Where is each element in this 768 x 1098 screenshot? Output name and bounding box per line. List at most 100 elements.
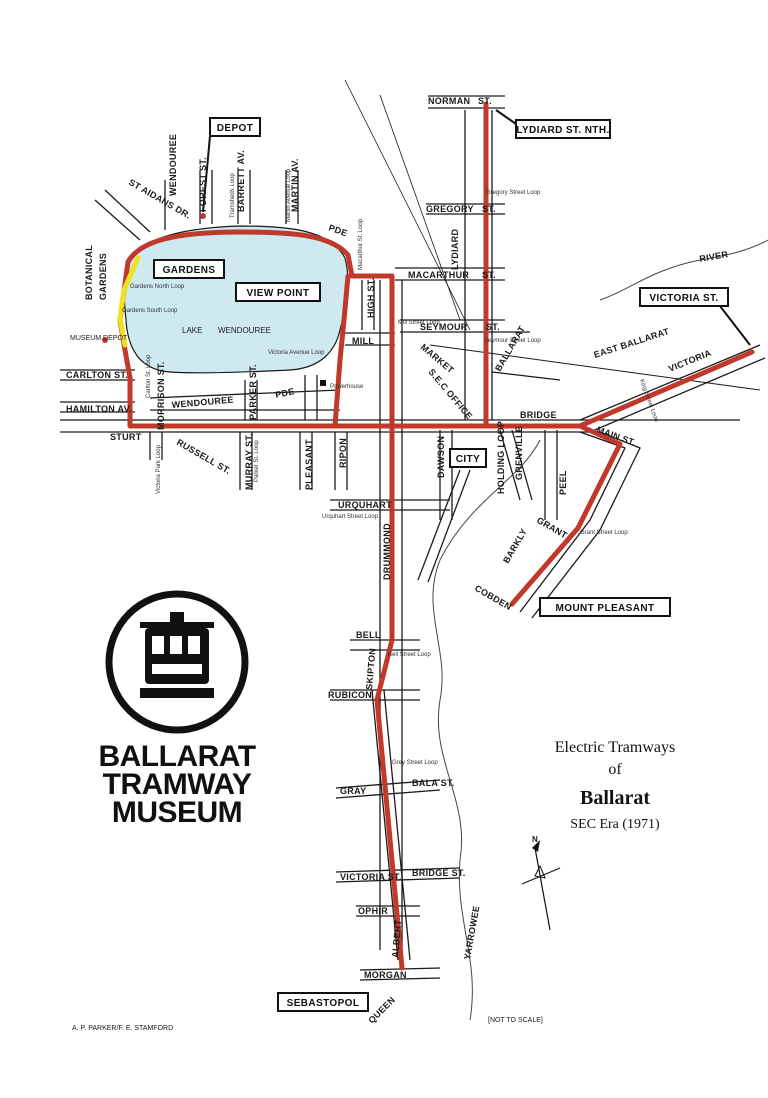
- label-skipton: SKIPTON: [364, 648, 378, 691]
- loop-carlton: Carlton St. Loop: [146, 354, 152, 398]
- label-grenville: GRENVILLE: [514, 426, 524, 480]
- label-lydiard: LYDIARD: [450, 229, 460, 270]
- label-macarthur: MACARTHUR: [408, 270, 469, 280]
- museum-line-2: TRAMWAY: [103, 768, 252, 801]
- label-sec-office: S.E.C OFFICE: [426, 367, 474, 421]
- label-pde-north: PDE: [327, 222, 349, 238]
- label-grant: GRANT: [535, 515, 569, 541]
- north-arrow-icon: N: [521, 835, 561, 931]
- label-st-1: ST.: [478, 96, 492, 106]
- loop-gardens-north: Gardens North Loop: [130, 284, 185, 290]
- credit-text: A. P. PARKER/F. E. STAMFORD: [72, 1025, 173, 1032]
- label-pde-south: PDE: [274, 386, 295, 400]
- label-murray: MURRAY ST.: [244, 433, 254, 490]
- lake-label-1: LAKE: [182, 326, 202, 335]
- scale-note: [NOT TO SCALE]: [488, 1017, 543, 1024]
- label-rubicon: RUBICON: [328, 690, 372, 700]
- loop-gregory: Gregory Street Loop: [486, 190, 541, 196]
- label-st-2: ST.: [482, 204, 496, 214]
- loop-tramsheds: Tramsheds Loop: [230, 173, 236, 218]
- lake-label-2: WENDOUREE: [218, 326, 271, 335]
- label-river: RIVER: [699, 249, 729, 264]
- label-sturt: STURT: [110, 432, 142, 442]
- label-victoria-st-south: VICTORIA ST.: [340, 872, 402, 882]
- dest-depot: DEPOT: [217, 123, 253, 134]
- title-line-1: Electric Tramways: [555, 739, 675, 756]
- label-bridge-st-south: BRIDGE ST.: [412, 868, 466, 878]
- label-museum-depot: MUSEUM DEPOT: [70, 335, 128, 342]
- loop-powerhouse: Powerhouse: [330, 384, 364, 390]
- label-bala: BALA ST.: [412, 778, 455, 788]
- loop-victoria-avenue: Victoria Avenue Loop: [268, 350, 325, 356]
- museum-depot-marker: [102, 337, 108, 343]
- label-barrett: BARRETT AV.: [236, 150, 246, 212]
- label-wendouree-north: WENDOUREE: [168, 134, 178, 196]
- label-queen: QUEEN: [366, 995, 397, 1026]
- label-parker: PARKER ST.: [248, 364, 258, 420]
- north-label: N: [532, 835, 538, 844]
- route-gardens: [117, 229, 395, 429]
- label-russell: RUSSELL ST.: [175, 437, 233, 476]
- route-mount-pleasant: [509, 423, 623, 607]
- label-morrison: MORRISON ST.: [156, 361, 166, 430]
- label-high: HIGH ST.: [366, 278, 376, 318]
- label-yarrowee: YARROWEE: [462, 905, 481, 960]
- loop-macarthur: Macarthur St. Loop: [358, 218, 364, 270]
- label-ophir: OPHIR: [358, 906, 388, 916]
- label-mill: MILL: [352, 336, 374, 346]
- label-carlton: CARLTON ST.: [66, 370, 128, 380]
- label-bridge: BRIDGE: [520, 410, 557, 420]
- dest-victoria-st: VICTORIA ST.: [649, 293, 718, 304]
- route-view-point: [332, 273, 351, 429]
- label-norman: NORMAN: [428, 96, 470, 106]
- title-line-3: Ballarat: [580, 787, 650, 809]
- loop-seymour: Seymour Street Loop: [484, 338, 541, 344]
- destination-boxes: DEPOT GARDENS VIEW POINT LYDIARD ST. NTH…: [153, 109, 751, 1012]
- label-holding-loop: HOLDING LOOP: [496, 421, 506, 494]
- label-seymour: SEYMOUR: [420, 322, 468, 332]
- loop-mill: Mill Street Loop: [398, 320, 440, 326]
- tram-routes: [117, 101, 755, 971]
- label-pleasant: PLEASANT: [304, 439, 314, 490]
- title-block: Electric Tramways of Ballarat SEC Era (1…: [555, 739, 675, 832]
- label-east-ballarat: EAST BALLARAT: [593, 326, 671, 360]
- label-albert: ALBERT: [390, 919, 403, 958]
- loop-urquhart: Urquhart Street Loop: [322, 514, 379, 520]
- label-bell: BELL: [356, 630, 381, 640]
- title-line-4: SEC Era (1971): [570, 817, 660, 832]
- museum-line-1: BALLARAT: [98, 740, 255, 773]
- label-dawson: DAWSON: [436, 436, 446, 478]
- museum-logo: BALLARAT TRAMWAY MUSEUM: [98, 590, 256, 829]
- museum-line-3: MUSEUM: [112, 796, 242, 829]
- label-forest: FOREST ST.: [198, 157, 208, 212]
- dest-mount-pleasant: MOUNT PLEASANT: [556, 603, 655, 614]
- loop-parker: Parker St. Loop: [254, 440, 260, 482]
- label-martin: MARTIN AV.: [290, 158, 300, 212]
- loop-martin: Martin Avenue Loop: [286, 168, 292, 222]
- label-gray: GRAY: [340, 786, 366, 796]
- label-st-aidans: ST AIDANS DR.: [127, 177, 193, 221]
- road-network: [60, 79, 766, 981]
- street-labels: NORMAN ST. GREGORY ST. LYDIARD MACARTHUR…: [66, 96, 729, 1025]
- label-ripon: RIPON: [338, 438, 348, 468]
- dest-lydiard-nth: LYDIARD ST. NTH.: [516, 125, 609, 136]
- label-urquhart: URQUHART: [338, 500, 392, 510]
- loop-bell: Bell Street Loop: [388, 652, 431, 658]
- route-sebastopol: [374, 275, 405, 971]
- label-botanical: BOTANICAL: [84, 245, 94, 300]
- label-drummond: DRUMMOND: [382, 523, 392, 580]
- loop-grey: Grey Street Loop: [392, 760, 438, 766]
- label-barkly: BARKLY: [501, 527, 529, 565]
- loop-victoria-park: Victoria Park Loop: [156, 444, 162, 494]
- label-st-4: ST.: [486, 322, 500, 332]
- loop-grant: Grant Street Loop: [580, 530, 628, 536]
- depot-marker: [200, 213, 206, 219]
- loop-gardens-south: Gardens South Loop: [122, 308, 178, 314]
- dest-sebastopol: SEBASTOPOL: [287, 998, 360, 1009]
- label-gardens-street: GARDENS: [98, 253, 108, 300]
- label-peel: PEEL: [558, 470, 568, 495]
- powerhouse-marker: [320, 380, 326, 386]
- route-gardens-highlight: [117, 255, 141, 348]
- label-cobden: COBDEN: [473, 583, 513, 612]
